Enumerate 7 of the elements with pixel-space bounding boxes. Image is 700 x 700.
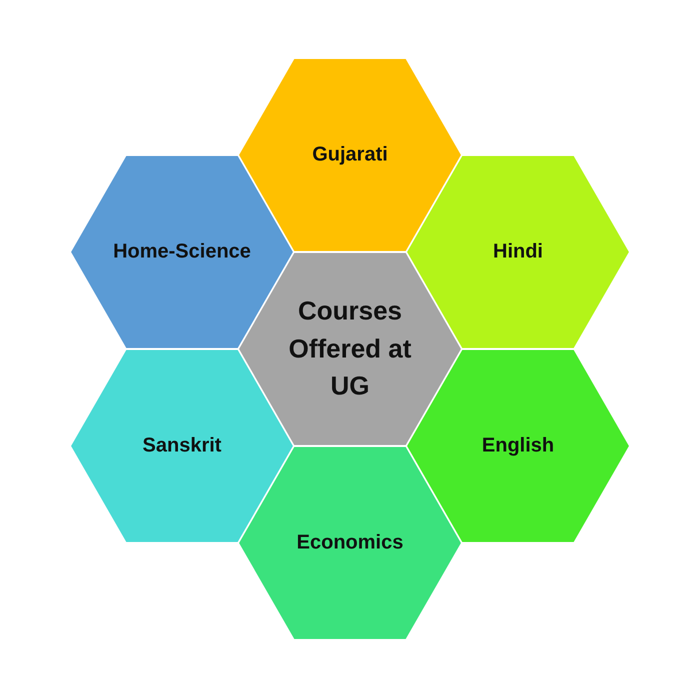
hexagon-label: Courses Offered at UG (288, 294, 412, 403)
hexagon-label: English (482, 434, 554, 458)
hexagon-label: Sanskrit (142, 434, 222, 458)
hexagon-label: Gujarati (312, 144, 388, 166)
hexagon-label: Economics (296, 532, 404, 554)
hexagon-label: Home-Science (113, 240, 251, 264)
hexagon-label: Hindi (493, 240, 543, 264)
